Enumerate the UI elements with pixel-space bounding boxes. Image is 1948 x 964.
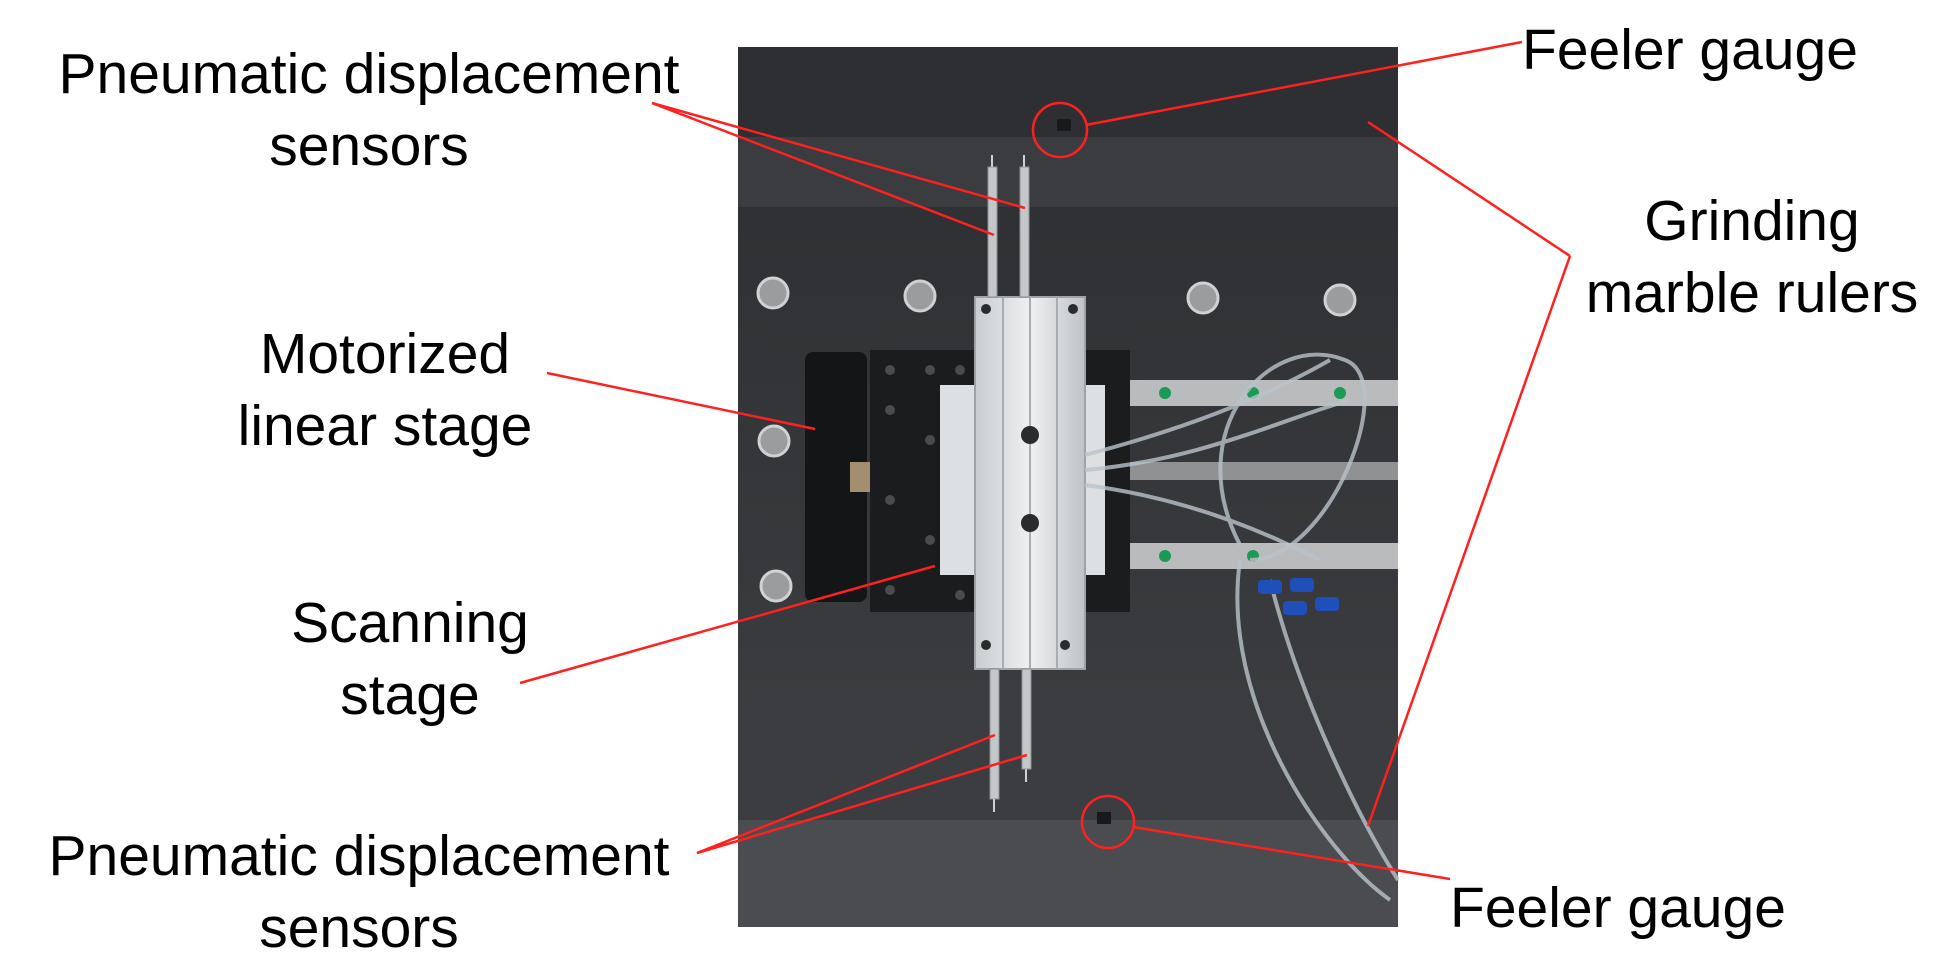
label-scanning-stage: Scanning stage bbox=[250, 587, 570, 731]
leader-feeler-top bbox=[1085, 40, 1523, 127]
label-pneumatic-sensors-top-line2: sensors bbox=[269, 114, 469, 178]
feeler-gauge-top-circle bbox=[1031, 101, 1089, 159]
label-grinding-marble-rulers-line1: Grinding bbox=[1644, 189, 1860, 253]
leader-sensors-bottom-b bbox=[696, 753, 1028, 855]
leader-lines bbox=[519, 40, 1572, 881]
bolts bbox=[756, 276, 1357, 603]
label-scanning-stage-line2: stage bbox=[340, 663, 480, 727]
photo bbox=[738, 47, 1400, 927]
leader-motorized-stage bbox=[546, 371, 816, 431]
marble-ruler-bottom bbox=[738, 740, 1398, 820]
label-pneumatic-sensors-top-line1: Pneumatic displacement bbox=[58, 42, 680, 106]
label-feeler-gauge-top-text: Feeler gauge bbox=[1522, 18, 1858, 82]
pneumatic-tubes bbox=[1084, 352, 1400, 902]
label-pneumatic-sensors-bottom-line1: Pneumatic displacement bbox=[48, 824, 670, 888]
leader-sensors-top-a bbox=[651, 101, 995, 237]
marble-ruler-top-face bbox=[738, 137, 1398, 207]
label-pneumatic-sensors-top: Pneumatic displacement sensors bbox=[30, 38, 708, 182]
ball-screw bbox=[1110, 462, 1398, 480]
leader-feeler-bottom bbox=[1132, 825, 1451, 881]
label-scanning-stage-line1: Scanning bbox=[291, 591, 529, 655]
leader-scanning-stage bbox=[519, 564, 936, 685]
linear-rail-lower bbox=[1130, 543, 1398, 569]
label-feeler-gauge-bottom-text: Feeler gauge bbox=[1450, 876, 1786, 940]
leader-rulers-bottom bbox=[1366, 255, 1572, 827]
label-feeler-gauge-top: Feeler gauge bbox=[1522, 14, 1892, 86]
motor-block bbox=[805, 352, 867, 602]
feeler-gauge-bottom-circle bbox=[1080, 794, 1136, 850]
marble-ruler-bottom-face bbox=[738, 820, 1398, 927]
label-pneumatic-sensors-bottom: Pneumatic displacement sensors bbox=[20, 820, 698, 964]
label-motorized-linear-stage-line1: Motorized bbox=[259, 322, 511, 386]
label-motorized-linear-stage: Motorized linear stage bbox=[220, 318, 550, 462]
label-grinding-marble-rulers-line2: marble rulers bbox=[1585, 261, 1919, 325]
label-motorized-linear-stage-line2: linear stage bbox=[237, 394, 533, 458]
label-grinding-marble-rulers: Grinding marble rulers bbox=[1572, 185, 1932, 329]
label-feeler-gauge-bottom: Feeler gauge bbox=[1450, 872, 1820, 944]
leader-rulers-top bbox=[1367, 120, 1571, 258]
leader-sensors-top-b bbox=[651, 101, 1026, 210]
label-pneumatic-sensors-bottom-line2: sensors bbox=[259, 896, 459, 960]
leader-sensors-bottom-a bbox=[696, 733, 996, 855]
